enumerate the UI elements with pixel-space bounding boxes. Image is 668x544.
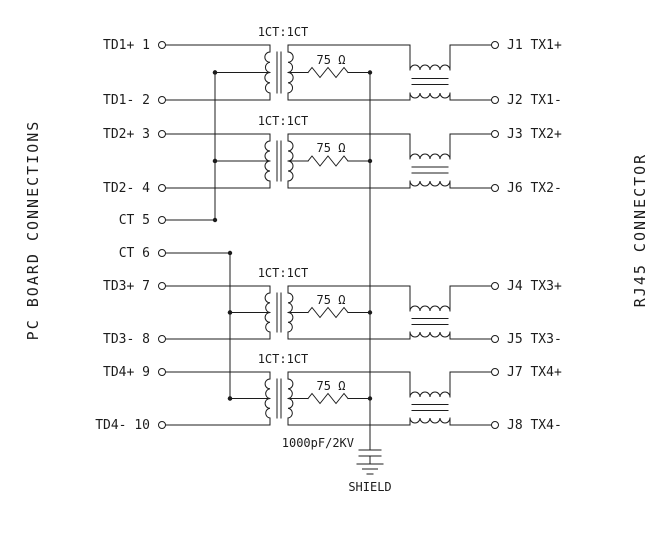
choke-top-coil: [409, 305, 451, 312]
choke-top-coil: [409, 64, 451, 71]
junction-dot: [227, 396, 233, 401]
resistor-1: [307, 66, 349, 79]
left-pin-7-label: TD3+ 7: [103, 279, 150, 294]
left-pin-6-label: CT 6: [119, 246, 150, 261]
schematic-labels: TD1+ 1 TD1- 2 TD2+ 3 TD2- 4 CT 5 CT 6 TD…: [24, 25, 649, 494]
left-pin-2-label: TD1- 2: [103, 93, 150, 108]
right-pin-j3-terminal: [491, 130, 499, 138]
right-pin-j2-terminal: [491, 96, 499, 104]
resistor-4-value-label: 75 Ω: [317, 379, 346, 393]
left-pin-9-terminal: [158, 368, 166, 376]
resistor-1-value-label: 75 Ω: [317, 53, 346, 67]
left-pin-8-label: TD3- 8: [103, 332, 150, 347]
transformer-1-ratio-label: 1CT:1CT: [258, 25, 309, 39]
resistor-4: [307, 392, 349, 405]
transformer-3-ratio-label: 1CT:1CT: [258, 266, 309, 280]
junction-dot: [227, 310, 233, 315]
channel-4: [165, 371, 492, 426]
choke-top-coil: [409, 391, 451, 398]
right-pin-j6-label: J6 TX2-: [507, 181, 562, 196]
left-pin-5-label: CT 5: [119, 213, 150, 228]
left-pin-6-terminal: [158, 249, 166, 257]
junction-dot: [212, 158, 218, 164]
left-pin-10-terminal: [158, 421, 166, 429]
choke-bottom-coil: [409, 92, 451, 99]
shield-label: SHIELD: [348, 480, 391, 494]
right-pin-j1-label: J1 TX1+: [507, 38, 562, 53]
left-pin-1-label: TD1+ 1: [103, 38, 150, 53]
capacitor-value-label: 1000pF/2KV: [282, 436, 354, 450]
left-pin-4-terminal: [158, 184, 166, 192]
rj45-connector-title: RJ45 CONNECTOR: [631, 153, 649, 307]
left-pin-4-label: TD2- 4: [103, 181, 150, 196]
right-pin-j7-terminal: [491, 368, 499, 376]
common-mode-choke-3: [409, 285, 451, 340]
transformer-3: [264, 285, 294, 340]
shield-network: [356, 72, 384, 475]
resistor-2: [307, 155, 349, 167]
right-pin-j2-label: J2 TX1-: [507, 93, 562, 108]
left-pin-5-terminal: [158, 216, 166, 224]
center-tap-bus-ct6: [165, 250, 233, 401]
junction-dot: [212, 70, 218, 75]
right-pin-j8-label: J8 TX4-: [507, 418, 562, 433]
choke-bottom-coil: [409, 331, 451, 338]
left-pin-terminals: [158, 41, 166, 429]
resistor-2-value-label: 75 Ω: [317, 141, 346, 155]
channel-2: [165, 133, 492, 189]
left-pin-2-terminal: [158, 96, 166, 104]
common-mode-choke-2: [409, 133, 451, 189]
center-tap-bus-ct5: [165, 70, 218, 223]
pc-board-connections-title: PC BOARD CONNECTIONS: [24, 120, 42, 341]
right-pin-j1-terminal: [491, 41, 499, 49]
left-pin-8-terminal: [158, 335, 166, 343]
left-pin-7-terminal: [158, 282, 166, 290]
choke-bottom-coil: [409, 180, 451, 187]
left-pin-3-label: TD2+ 3: [103, 127, 150, 142]
choke-top-coil: [409, 153, 451, 160]
right-pin-j3-label: J3 TX2+: [507, 127, 562, 142]
right-pin-j5-terminal: [491, 335, 499, 343]
right-pin-terminals: [491, 41, 499, 429]
resistor-3: [307, 306, 349, 319]
transformer-2-ratio-label: 1CT:1CT: [258, 114, 309, 128]
transformer-4-ratio-label: 1CT:1CT: [258, 352, 309, 366]
left-pin-1-terminal: [158, 41, 166, 49]
resistor-3-value-label: 75 Ω: [317, 293, 346, 307]
right-pin-j4-label: J4 TX3+: [507, 279, 562, 294]
left-pin-10-label: TD4- 10: [95, 418, 150, 433]
choke-bottom-coil: [409, 417, 451, 424]
common-mode-choke-1: [409, 44, 451, 101]
right-pin-j6-terminal: [491, 184, 499, 192]
right-pin-j7-label: J7 TX4+: [507, 365, 562, 380]
left-pin-3-terminal: [158, 130, 166, 138]
right-pin-j8-terminal: [491, 421, 499, 429]
left-pin-9-label: TD4+ 9: [103, 365, 150, 380]
common-mode-choke-4: [409, 371, 451, 426]
right-pin-j5-label: J5 TX3-: [507, 332, 562, 347]
schematic-wires: [158, 41, 499, 475]
right-pin-j4-terminal: [491, 282, 499, 290]
